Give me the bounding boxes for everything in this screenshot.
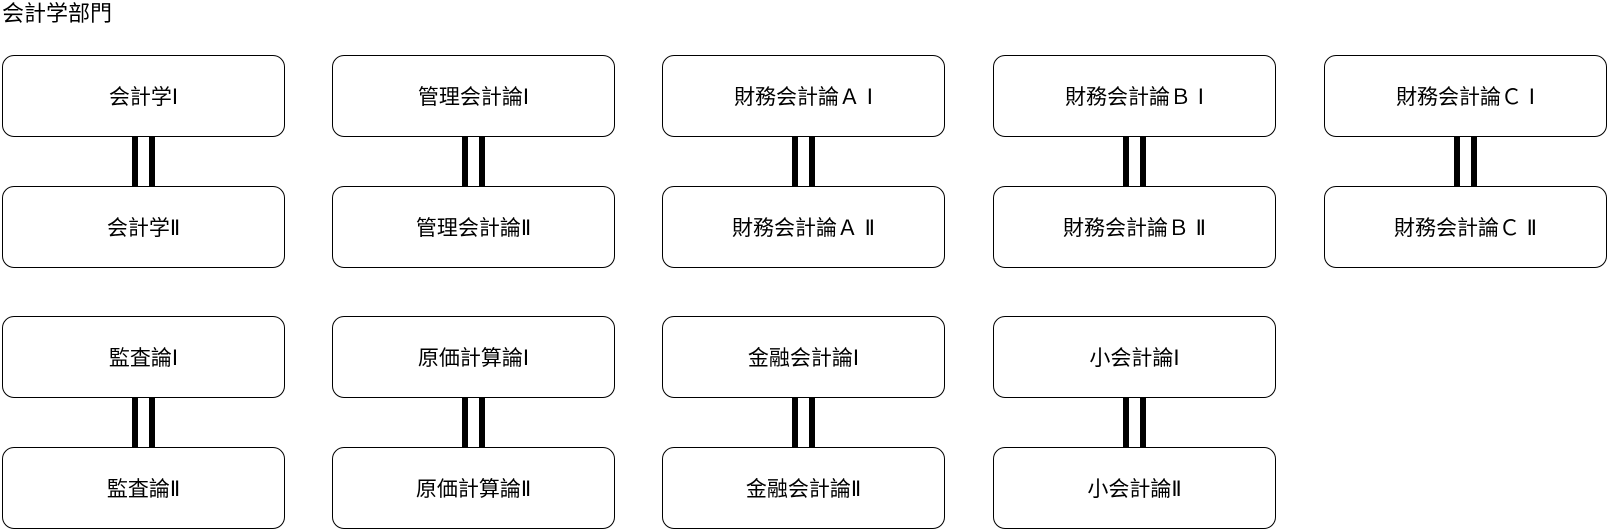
course-box: 会計学Ⅱ: [2, 186, 285, 268]
course-box: 財務会計論Ｃ Ⅱ: [1324, 186, 1607, 268]
course-box: 監査論Ⅱ: [2, 447, 285, 529]
double-line-connector: [1123, 137, 1146, 186]
course-label: 財務会計論Ｂ Ⅰ: [1065, 85, 1204, 109]
course-label: 財務会計論Ｃ Ⅰ: [1396, 85, 1535, 109]
course-label: 原価計算論Ⅱ: [415, 477, 532, 501]
course-label: 会計学Ⅰ: [108, 85, 179, 109]
course-box: 会計学Ⅰ: [2, 55, 285, 137]
course-box: 小会計論Ⅰ: [993, 316, 1276, 398]
double-line-connector: [462, 137, 485, 186]
course-box: 監査論Ⅰ: [2, 316, 285, 398]
course-box: 金融会計論Ⅱ: [662, 447, 945, 529]
course-box: 財務会計論Ａ Ⅱ: [662, 186, 945, 268]
course-label: 金融会計論Ⅰ: [747, 346, 860, 370]
course-label: 財務会計論Ｃ Ⅱ: [1393, 216, 1537, 240]
double-line-connector: [792, 398, 815, 447]
course-label: 小会計論Ⅱ: [1087, 477, 1182, 501]
course-box: 管理会計論Ⅱ: [332, 186, 615, 268]
course-label: 会計学Ⅱ: [106, 216, 181, 240]
course-label: 原価計算論Ⅰ: [417, 346, 530, 370]
course-label: 金融会計論Ⅱ: [745, 477, 862, 501]
course-box: 財務会計論Ａ Ⅰ: [662, 55, 945, 137]
course-label: 財務会計論Ａ Ⅰ: [734, 85, 873, 109]
course-label: 管理会計論Ⅱ: [415, 216, 532, 240]
course-label: 財務会計論Ａ Ⅱ: [731, 216, 875, 240]
course-label: 財務会計論Ｂ Ⅱ: [1062, 216, 1206, 240]
course-box: 財務会計論Ｂ Ⅰ: [993, 55, 1276, 137]
course-box: 原価計算論Ⅰ: [332, 316, 615, 398]
course-label: 管理会計論Ⅰ: [417, 85, 530, 109]
course-box: 財務会計論Ｂ Ⅱ: [993, 186, 1276, 268]
course-label: 監査論Ⅱ: [106, 477, 181, 501]
course-box: 金融会計論Ⅰ: [662, 316, 945, 398]
course-box: 原価計算論Ⅱ: [332, 447, 615, 529]
course-label: 小会計論Ⅰ: [1089, 346, 1180, 370]
course-label: 監査論Ⅰ: [108, 346, 179, 370]
double-line-connector: [1123, 398, 1146, 447]
course-box: 財務会計論Ｃ Ⅰ: [1324, 55, 1607, 137]
double-line-connector: [1454, 137, 1477, 186]
double-line-connector: [132, 137, 155, 186]
course-box: 管理会計論Ⅰ: [332, 55, 615, 137]
double-line-connector: [132, 398, 155, 447]
double-line-connector: [462, 398, 485, 447]
double-line-connector: [792, 137, 815, 186]
section-title: 会計学部門: [2, 2, 113, 27]
course-box: 小会計論Ⅱ: [993, 447, 1276, 529]
